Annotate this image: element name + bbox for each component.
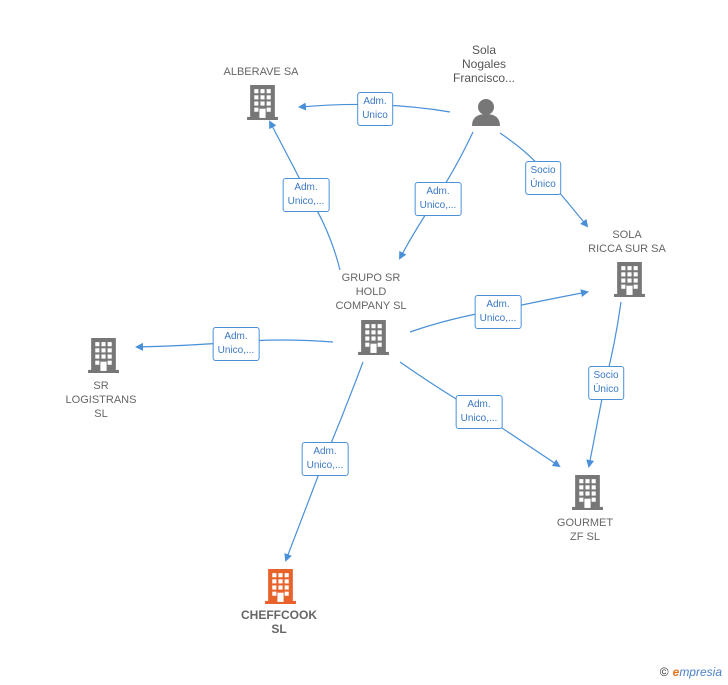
- edge-label-grupo-alberave[interactable]: Adm. Unico,...: [282, 178, 330, 212]
- building-icon-cheffcook[interactable]: [265, 569, 296, 604]
- person-icon[interactable]: [472, 99, 500, 126]
- edge-label-grupo-logistrans[interactable]: Adm. Unico,...: [212, 327, 260, 361]
- node-label-sola-ricca[interactable]: SOLA RICCA SUR SA: [588, 229, 666, 255]
- node-label-gourmet[interactable]: GOURMET ZF SL: [556, 517, 614, 543]
- building-icon-grupo-sr[interactable]: [358, 320, 389, 355]
- edge-label-sola-ricca-gourmet[interactable]: Socio Único: [588, 366, 624, 400]
- node-label-sr-logistrans[interactable]: SR LOGISTRANS SL: [65, 380, 137, 420]
- building-icon-gourmet[interactable]: [572, 475, 603, 510]
- building-icon-sr-logistrans[interactable]: [88, 338, 119, 373]
- edge-label-person-sola-ricca[interactable]: Socio Único: [525, 161, 561, 195]
- edge-label-grupo-gourmet[interactable]: Adm. Unico,...: [455, 395, 503, 429]
- node-label-grupo-sr[interactable]: GRUPO SR HOLD COMPANY SL: [335, 272, 407, 312]
- building-icon-alberave[interactable]: [247, 85, 278, 120]
- node-label-cheffcook[interactable]: CHEFFCOOK SL: [241, 608, 317, 636]
- edge-label-grupo-cheffcook[interactable]: Adm. Unico,...: [301, 442, 349, 476]
- edge-label-person-alberave[interactable]: Adm. Unico: [357, 92, 393, 126]
- copyright-icon: ©: [659, 665, 669, 679]
- brand-logo-e: e: [672, 665, 680, 679]
- edge-label-grupo-sola-ricca[interactable]: Adm. Unico,...: [474, 295, 522, 329]
- footer-brand: ©empresia: [660, 665, 722, 679]
- building-icon-sola-ricca[interactable]: [614, 262, 645, 297]
- brand-name: mpresia: [679, 665, 722, 679]
- edge-label-person-grupo[interactable]: Adm. Unico,...: [414, 182, 462, 216]
- node-label-sola-person[interactable]: Sola Nogales Francisco...: [452, 43, 516, 85]
- node-label-alberave[interactable]: ALBERAVE SA: [223, 66, 299, 78]
